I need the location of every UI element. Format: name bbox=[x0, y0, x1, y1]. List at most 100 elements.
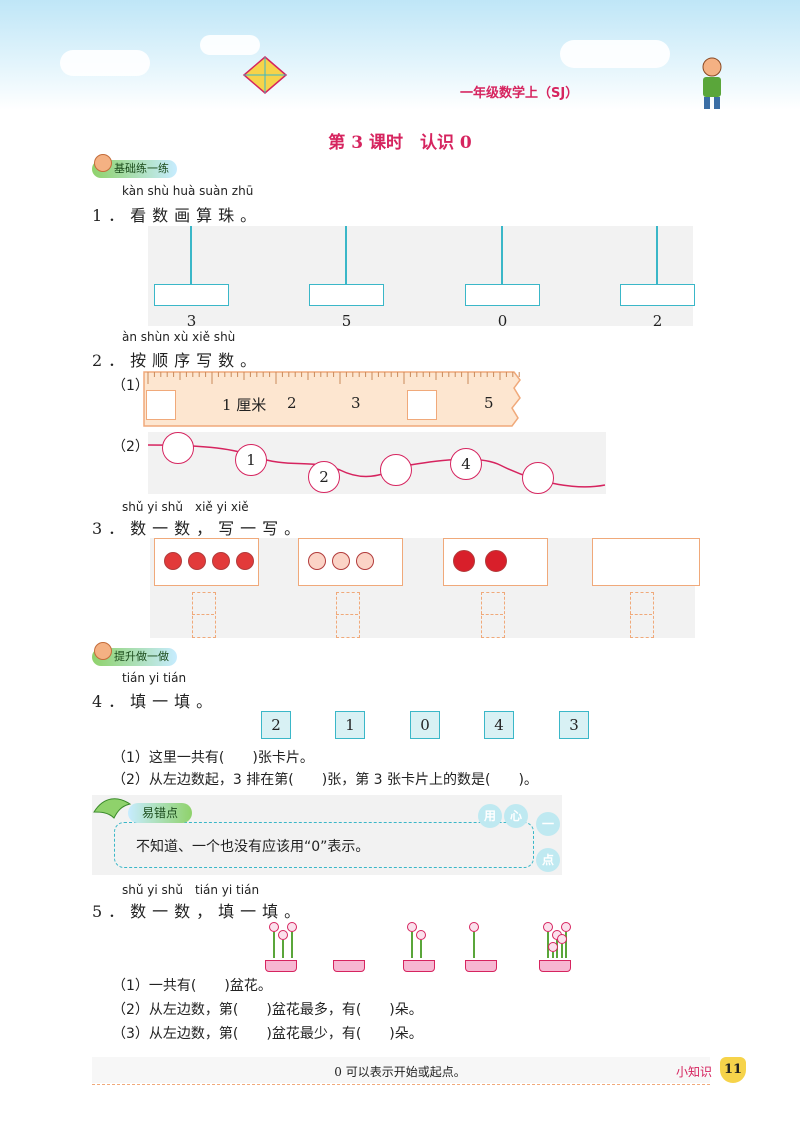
write-box bbox=[630, 592, 654, 638]
cloud-decoration bbox=[560, 40, 670, 68]
pinyin-line: tián yi tián bbox=[122, 671, 187, 685]
section-badge-basic: 基础练一练 bbox=[92, 154, 177, 178]
ruler-blank-box[interactable] bbox=[146, 390, 176, 420]
error-point-badge: 易错点 bbox=[128, 803, 193, 823]
flower-stem bbox=[411, 932, 413, 958]
abacus-number: 5 bbox=[341, 312, 352, 330]
flower-stem bbox=[291, 932, 293, 958]
flower-pot bbox=[465, 960, 497, 972]
question-5-sub3: （3）从左边数，第( )盆花最少，有( )朵。 bbox=[112, 1026, 423, 1042]
write-box-midline bbox=[630, 614, 652, 615]
flower-stem bbox=[547, 932, 549, 958]
fruit-box bbox=[592, 538, 700, 586]
question-1-title: 1．看数画算珠。 bbox=[92, 206, 263, 225]
number-circle bbox=[162, 432, 194, 464]
footer-divider bbox=[92, 1084, 710, 1085]
abacus-rod bbox=[656, 226, 658, 284]
abacus-rod bbox=[345, 226, 347, 284]
number-circle: 2 bbox=[308, 461, 340, 493]
number-card: 3 bbox=[559, 711, 589, 739]
number-circle bbox=[380, 454, 412, 486]
flower-icon bbox=[557, 934, 567, 944]
write-box-midline bbox=[336, 614, 358, 615]
flower-pot bbox=[333, 960, 365, 972]
peach-icon bbox=[356, 552, 374, 570]
apple-icon bbox=[453, 550, 475, 572]
flower-stem bbox=[565, 932, 567, 958]
question-5-sub1: （1）一共有( )盆花。 bbox=[112, 978, 272, 994]
number-card: 2 bbox=[261, 711, 291, 739]
question-4-sub2: （2）从左边数起，3 排在第( )张，第 3 张卡片上的数是( )。 bbox=[112, 772, 538, 788]
abacus-number: 0 bbox=[497, 312, 508, 330]
pinyin-line: àn shùn xù xiě shù bbox=[122, 330, 236, 344]
number-card: 4 bbox=[484, 711, 514, 739]
apple-icon bbox=[485, 550, 507, 572]
flower-icon bbox=[543, 922, 553, 932]
flower-pot bbox=[539, 960, 571, 972]
flower-stem bbox=[552, 952, 554, 958]
number-card: 1 bbox=[335, 711, 365, 739]
question-4-sub1: （1）这里一共有( )张卡片。 bbox=[112, 750, 314, 766]
flower-stem bbox=[273, 932, 275, 958]
error-point-box bbox=[114, 822, 534, 868]
flower-icon bbox=[469, 922, 479, 932]
number-circle: 1 bbox=[235, 444, 267, 476]
footer-tip: 0 可以表示开始或起点。 bbox=[334, 1065, 466, 1079]
flower-icon bbox=[287, 922, 297, 932]
number-circle: 4 bbox=[450, 448, 482, 480]
footer-bar bbox=[92, 1057, 710, 1083]
tip-bubble: 用 bbox=[478, 804, 502, 828]
ruler bbox=[143, 371, 521, 427]
ruler-label: 3 bbox=[351, 394, 361, 412]
page-title: 第 3 课时 认识 0 bbox=[328, 133, 472, 153]
abacus-base bbox=[154, 284, 229, 306]
section-badge-advanced: 提升做一做 bbox=[92, 642, 177, 666]
pinyin-line: kàn shù huà suàn zhū bbox=[122, 184, 254, 198]
ruler-label: 1 厘米 bbox=[222, 396, 267, 414]
tip-bubble: 点 bbox=[536, 848, 560, 872]
kite-icon bbox=[242, 56, 288, 94]
part-label: （1） bbox=[112, 378, 149, 394]
abacus-number: 2 bbox=[652, 312, 663, 330]
child-icon bbox=[702, 57, 722, 109]
write-box bbox=[192, 592, 216, 638]
peach-icon bbox=[308, 552, 326, 570]
ruler-blank-box[interactable] bbox=[407, 390, 437, 420]
bird-icon bbox=[93, 798, 132, 819]
question-5-sub2: （2）从左边数，第( )盆花最多，有( )朵。 bbox=[112, 1002, 423, 1018]
abacus-base bbox=[465, 284, 540, 306]
flower-stem bbox=[473, 932, 475, 958]
strawberry-icon bbox=[236, 552, 254, 570]
flower-icon bbox=[278, 930, 288, 940]
flower-stem bbox=[420, 940, 422, 958]
question-4-title: 4．填一填。 bbox=[92, 692, 219, 711]
abacus-base bbox=[309, 284, 384, 306]
part-label: （2） bbox=[112, 439, 149, 455]
abacus-panel bbox=[148, 226, 693, 326]
question-3-title: 3．数一数，写一写。 bbox=[92, 519, 307, 538]
section-label: 提升做一做 bbox=[114, 650, 169, 663]
child-face-icon bbox=[94, 154, 112, 172]
write-box bbox=[481, 592, 505, 638]
page-number: 11 bbox=[720, 1057, 746, 1083]
flower-pot bbox=[403, 960, 435, 972]
abacus-base bbox=[620, 284, 695, 306]
ruler-label: 5 bbox=[484, 394, 494, 412]
footer-label: 小知识 bbox=[676, 1065, 713, 1079]
tip-bubble: 一 bbox=[536, 812, 560, 836]
book-title: 一年级数学上（SJ） bbox=[460, 86, 579, 101]
flower-stem bbox=[282, 940, 284, 958]
question-5-title: 5．数一数，填一填。 bbox=[92, 902, 307, 921]
flower-stem bbox=[561, 944, 563, 958]
peach-icon bbox=[332, 552, 350, 570]
strawberry-icon bbox=[212, 552, 230, 570]
abacus-rod bbox=[501, 226, 503, 284]
flower-icon bbox=[269, 922, 279, 932]
write-box bbox=[336, 592, 360, 638]
ruler-label: 2 bbox=[287, 394, 297, 412]
number-circle bbox=[522, 462, 554, 494]
error-point-text: 不知道、一个也没有应该用“0”表示。 bbox=[136, 839, 370, 855]
abacus-number: 3 bbox=[186, 312, 197, 330]
strawberry-icon bbox=[164, 552, 182, 570]
pinyin-line: shǔ yi shǔ tián yi tián bbox=[122, 883, 260, 897]
